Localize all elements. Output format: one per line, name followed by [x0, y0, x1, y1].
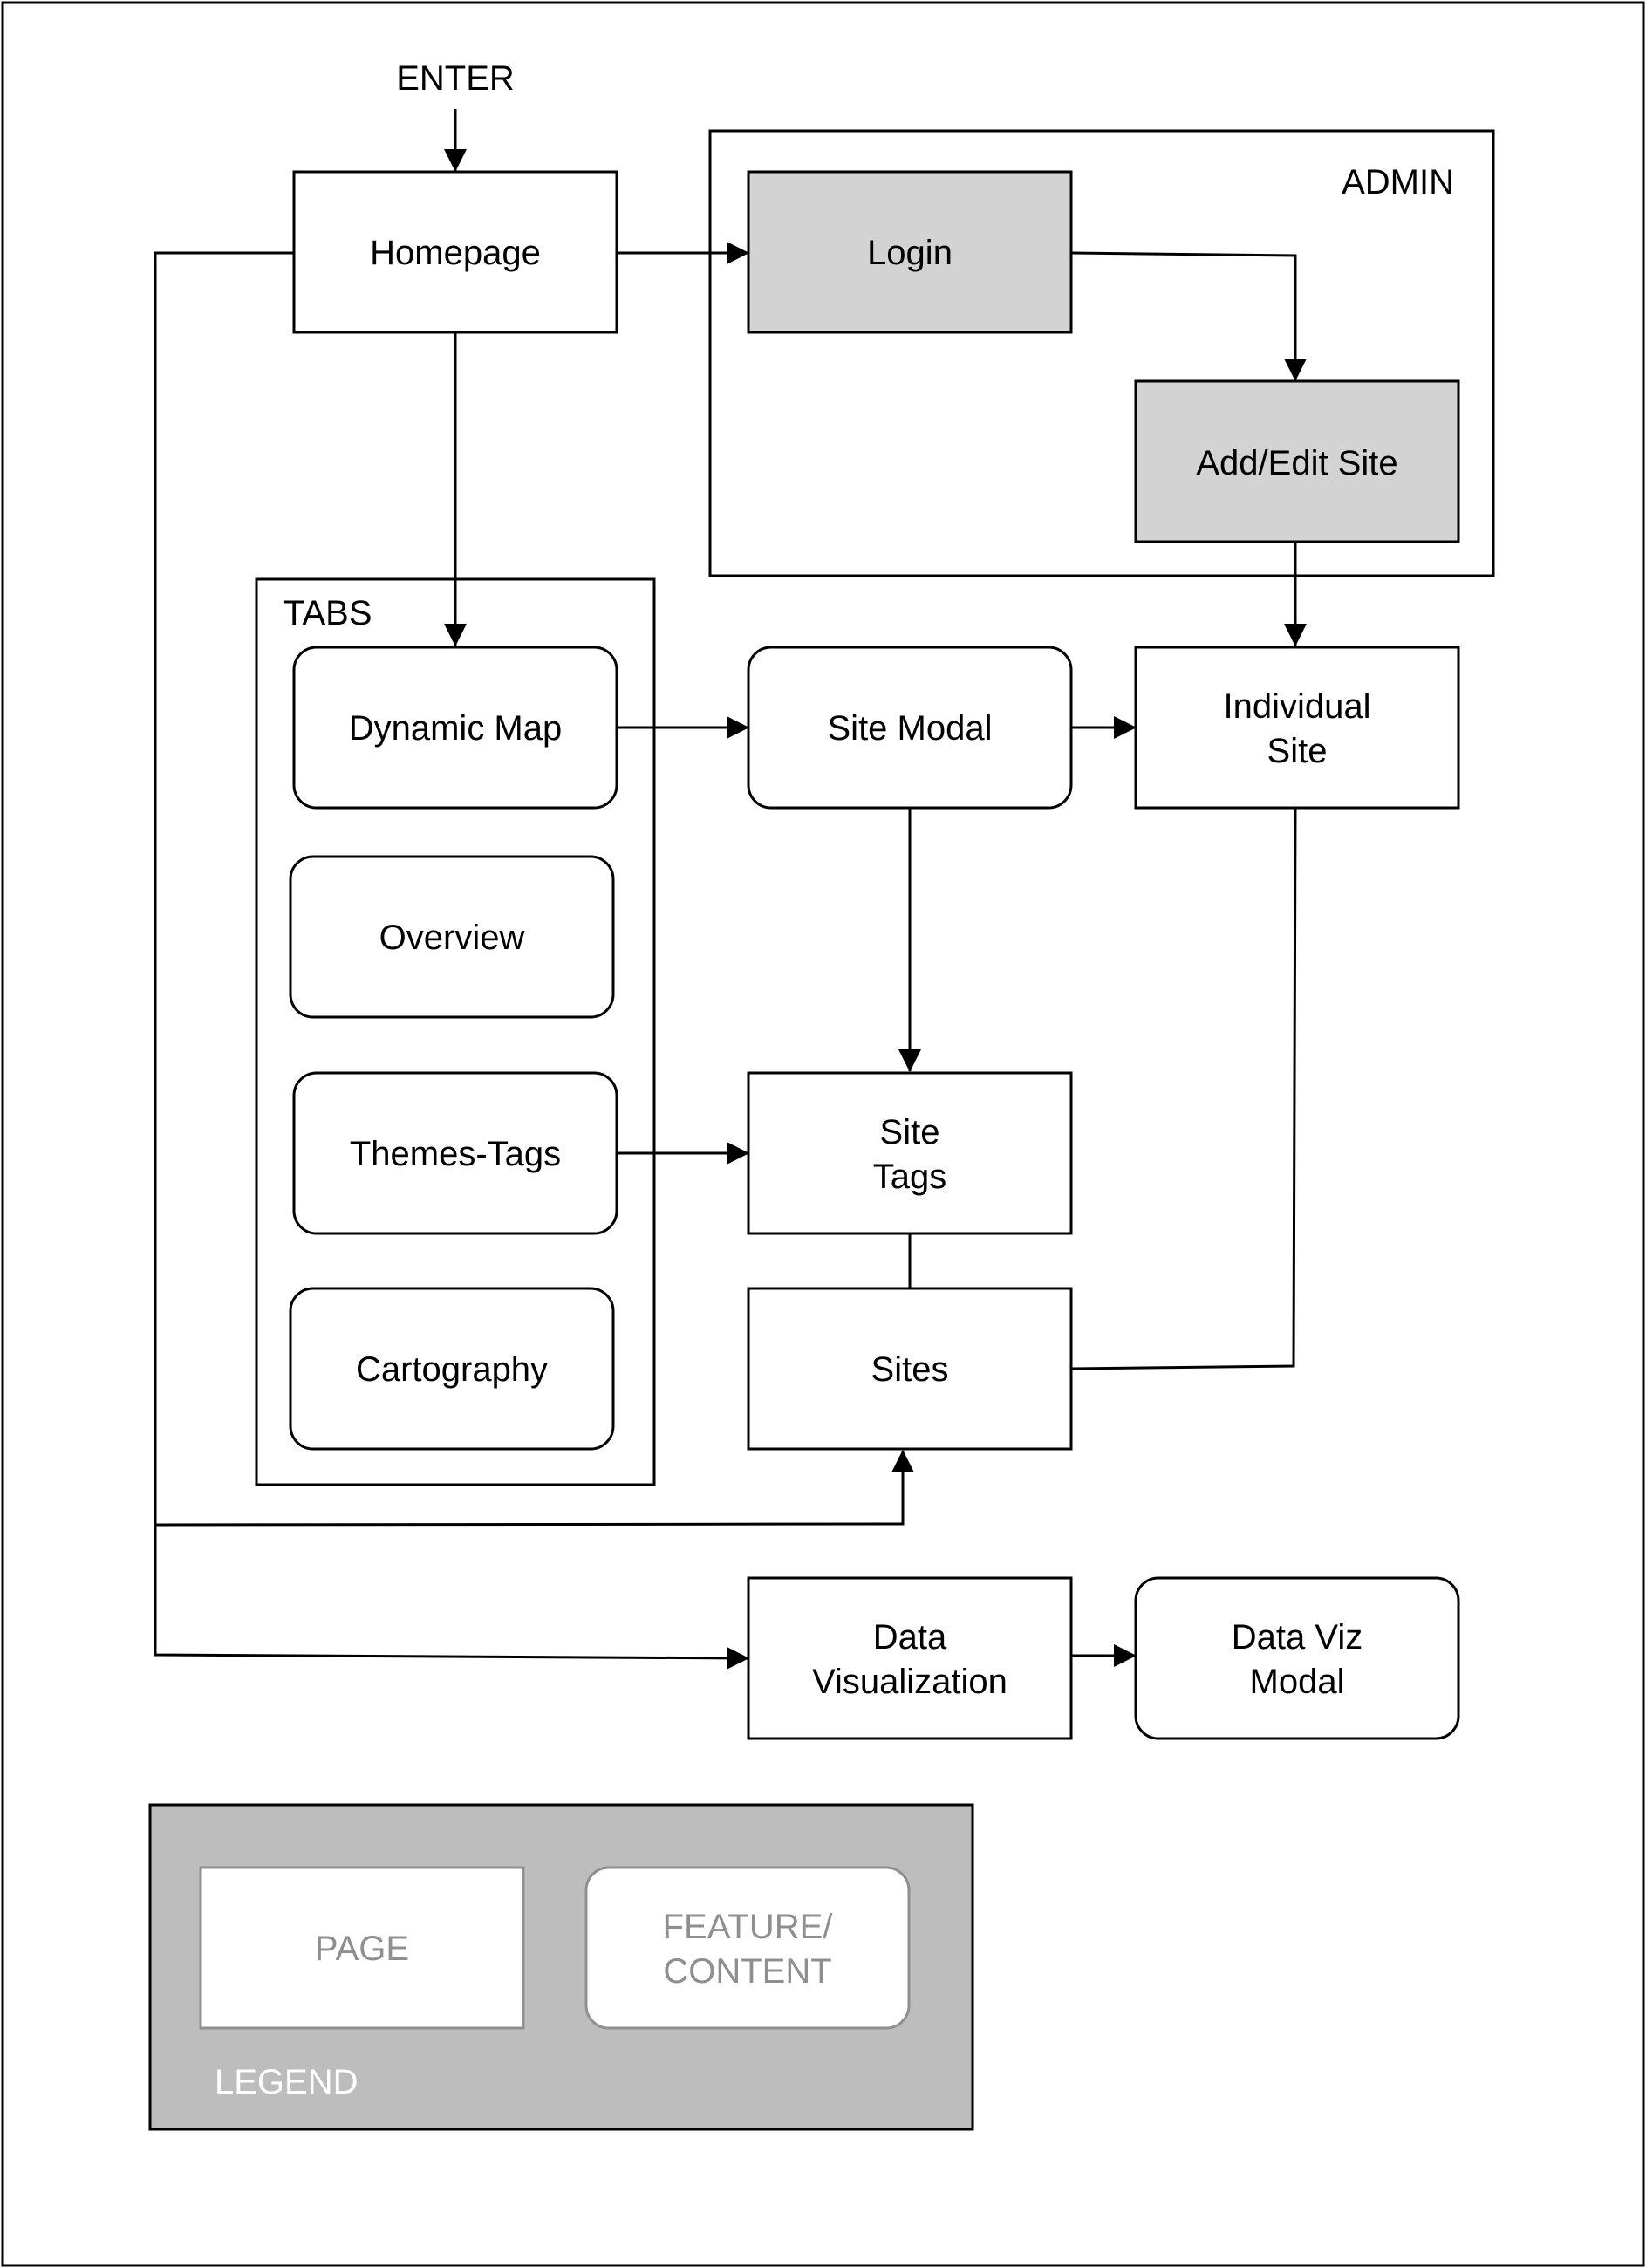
individual-site-node[interactable]: Individual Site — [1134, 646, 1460, 810]
themes-tags-node[interactable]: Themes-Tags — [292, 1071, 618, 1235]
data-visualization-label-line1: Data — [873, 1618, 947, 1657]
cartography-label: Cartography — [356, 1350, 548, 1389]
data-viz-modal-label-line1: Data Viz — [1232, 1618, 1363, 1657]
legend-feature-label-line2: CONTENT — [663, 1952, 831, 1991]
themes-tags-label: Themes-Tags — [350, 1135, 561, 1173]
edge-individual-sites — [1070, 807, 1297, 1370]
data-visualization-label-line2: Visualization — [812, 1663, 1007, 1701]
site-tags-label-line2: Tags — [873, 1158, 947, 1196]
legend-title: LEGEND — [215, 2063, 359, 2101]
edge-login-addedit — [1070, 251, 1307, 381]
add-edit-site-node[interactable]: Add/Edit Site — [1134, 379, 1460, 543]
admin-group-label: ADMIN — [1342, 163, 1454, 202]
tabs-group-label: TABS — [283, 594, 372, 632]
sites-node[interactable]: Sites — [747, 1287, 1073, 1451]
add-edit-site-label: Add/Edit Site — [1196, 444, 1397, 482]
enter-label: ENTER — [396, 59, 515, 98]
overview-label: Overview — [379, 919, 525, 957]
data-visualization-node[interactable]: Data Visualization — [747, 1576, 1073, 1740]
site-modal-node[interactable]: Site Modal — [747, 646, 1073, 810]
site-modal-label: Site Modal — [828, 709, 993, 748]
dynamic-map-node[interactable]: Dynamic Map — [292, 646, 618, 810]
individual-site-label-line2: Site — [1267, 732, 1328, 770]
overview-node[interactable]: Overview — [289, 855, 615, 1019]
legend-page-sample: PAGE — [199, 1866, 525, 2030]
cartography-node[interactable]: Cartography — [289, 1287, 615, 1451]
legend: PAGE FEATURE/ CONTENT LEGEND — [148, 1803, 974, 2131]
site-tags-node[interactable]: Site Tags — [747, 1071, 1073, 1235]
data-viz-modal-label-line2: Modal — [1250, 1663, 1345, 1701]
homepage-label: Homepage — [370, 234, 541, 272]
login-label: Login — [867, 234, 953, 272]
legend-feature-sample: FEATURE/ CONTENT — [584, 1866, 911, 2030]
individual-site-label-line1: Individual — [1223, 687, 1370, 726]
admin-group — [708, 129, 1495, 577]
edge-homepage-dataviz — [154, 1525, 749, 1670]
dynamic-map-label: Dynamic Map — [349, 709, 563, 748]
sites-label: Sites — [871, 1350, 949, 1389]
legend-feature-label-line1: FEATURE/ — [663, 1908, 834, 1946]
connectors — [154, 109, 1307, 1670]
homepage-node[interactable]: Homepage — [292, 170, 618, 334]
login-node[interactable]: Login — [747, 170, 1073, 334]
legend-page-label: PAGE — [315, 1930, 409, 1968]
data-viz-modal-node[interactable]: Data Viz Modal — [1134, 1576, 1460, 1740]
site-tags-label-line1: Site — [880, 1113, 940, 1151]
